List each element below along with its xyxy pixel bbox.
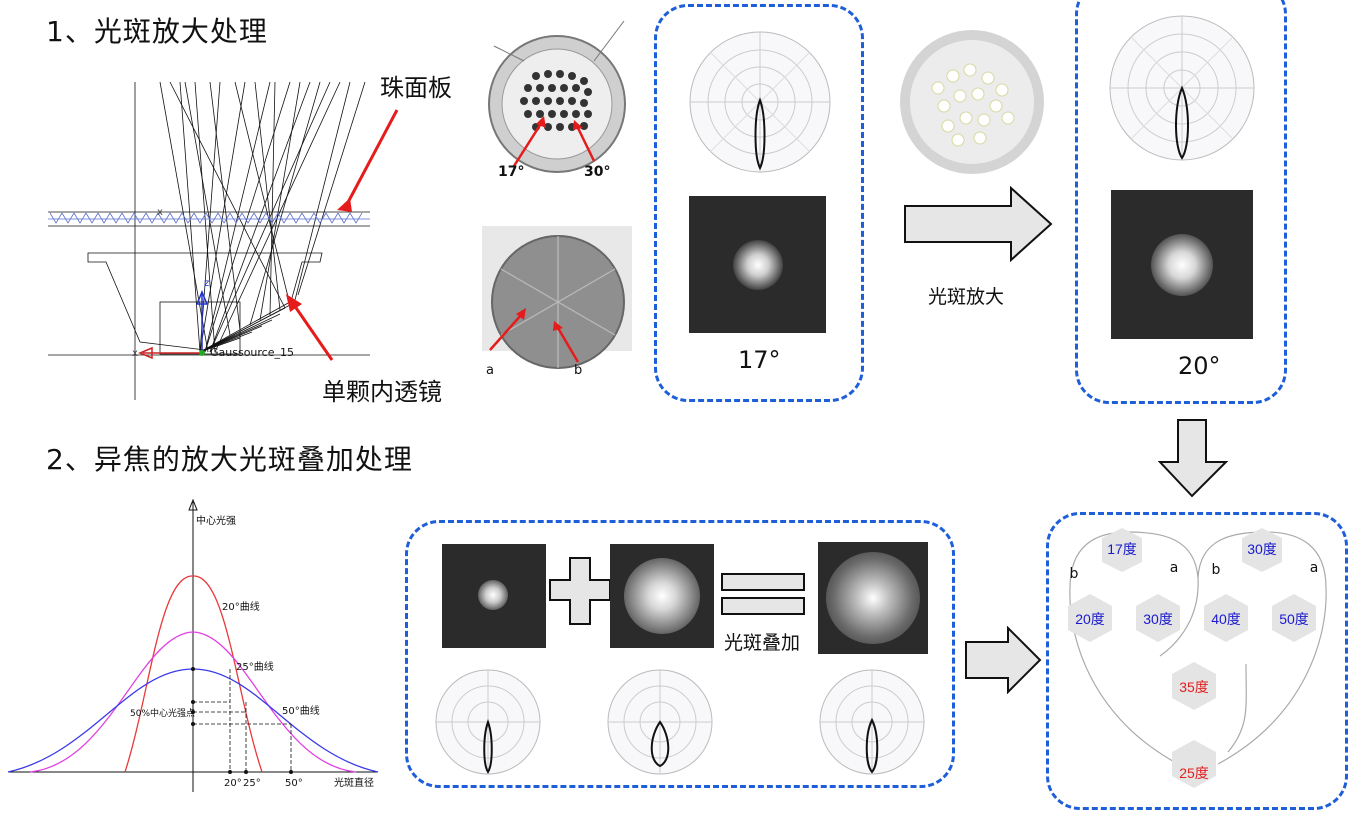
hex-label-35: 35度 <box>1179 679 1209 695</box>
axis-z-label: z <box>204 278 209 289</box>
plus-sign <box>549 557 611 625</box>
hex-label-30: 30度 <box>1143 611 1173 627</box>
hex-label-40: 40度 <box>1211 611 1241 627</box>
right-arrow <box>965 626 1042 694</box>
curve-25 <box>29 631 357 773</box>
spot-angle-20: 20° <box>1178 352 1221 380</box>
hex-17 <box>1102 528 1142 572</box>
tick-25: 25° <box>243 778 261 789</box>
spot-angle-17: 17° <box>738 346 781 374</box>
angle-b-label: 30° <box>584 164 610 180</box>
hex-label-30-top: 30度 <box>1247 541 1277 557</box>
x-axis-label: 光斑直径 <box>334 776 374 789</box>
polar-small-2 <box>607 669 713 775</box>
lens-array-photo: 17° 30° <box>488 20 626 180</box>
mark-b-label: b <box>574 363 582 378</box>
curve50-label: 50°曲线 <box>282 704 320 717</box>
hex-right-a: a <box>1310 560 1319 576</box>
hex-left-a: a <box>1170 560 1179 576</box>
hex-20 <box>1068 594 1112 642</box>
spot-image-20 <box>1111 190 1253 339</box>
intensity-curve-chart: 中心光强 光斑直径 20°曲线 25°曲线 50°曲线 50%中心光强点 20°… <box>7 498 379 792</box>
hex-label-50: 50度 <box>1279 611 1309 627</box>
polar-small-3 <box>819 669 925 775</box>
hex-40 <box>1204 594 1248 642</box>
half-point-label: 50%中心光强点 <box>130 707 195 719</box>
curve20-label: 20°曲线 <box>222 600 260 613</box>
y-axis-label: 中心光强 <box>196 514 236 527</box>
spot-box-20 <box>1075 0 1287 404</box>
spot-box-17 <box>654 4 864 402</box>
angle-a-label: 17° <box>498 164 524 180</box>
tick-50: 50° <box>285 778 303 789</box>
heading-step1: 1、光斑放大处理 <box>46 15 268 48</box>
spot-image-17 <box>689 196 826 333</box>
enlarge-caption: 光斑放大 <box>928 286 1005 308</box>
hex-30-top <box>1242 528 1282 572</box>
mark-a-label: a <box>486 363 494 378</box>
polar-plot-20 <box>1109 15 1255 161</box>
source-label: Gaussource_15 <box>210 346 294 359</box>
overlay-box <box>405 520 955 788</box>
polar-small-1 <box>435 669 541 775</box>
overlay-spot-result <box>818 542 928 654</box>
overlay-spot-small <box>442 544 546 648</box>
panel-label: 珠面板 <box>380 74 452 102</box>
polar-plot-17 <box>689 31 831 173</box>
tick-20: 20° <box>224 778 242 789</box>
overlay-caption: 光斑叠加 <box>724 632 801 654</box>
panel-pattern <box>48 212 370 224</box>
axis-x2-label: x <box>157 207 163 218</box>
hex-50 <box>1272 594 1316 642</box>
hex-label-17: 17度 <box>1107 541 1137 557</box>
heading-step2: 2、异焦的放大光斑叠加处理 <box>46 443 413 476</box>
hex-30 <box>1136 594 1180 642</box>
enlarge-arrow <box>904 186 1053 262</box>
curve25-label: 25°曲线 <box>236 660 274 673</box>
hex-left-b: b <box>1070 566 1079 582</box>
down-arrow <box>1158 419 1229 498</box>
lens-sector-photo: a b <box>482 226 632 378</box>
axis-x-label: x <box>132 348 138 359</box>
overlay-spot-large <box>610 544 714 648</box>
hex-35 <box>1172 662 1216 710</box>
ray-trace-diagram: Gaussource_15 x x z <box>48 81 399 400</box>
curve-20 <box>124 575 263 773</box>
lens-label: 单颗内透镜 <box>322 378 442 406</box>
led-board-photo <box>900 30 1044 174</box>
hex-label-25: 25度 <box>1179 765 1209 781</box>
ray-lines <box>48 81 370 400</box>
hex-label-20: 20度 <box>1075 611 1105 627</box>
hex-diagram: 17度 30度 20度 30度 40度 50度 35度 25度 b a b a <box>1068 528 1327 788</box>
hex-25 <box>1172 740 1216 788</box>
hex-right-b: b <box>1212 562 1221 578</box>
hex-diagram-box <box>1046 512 1348 810</box>
equals-sign <box>721 573 805 615</box>
